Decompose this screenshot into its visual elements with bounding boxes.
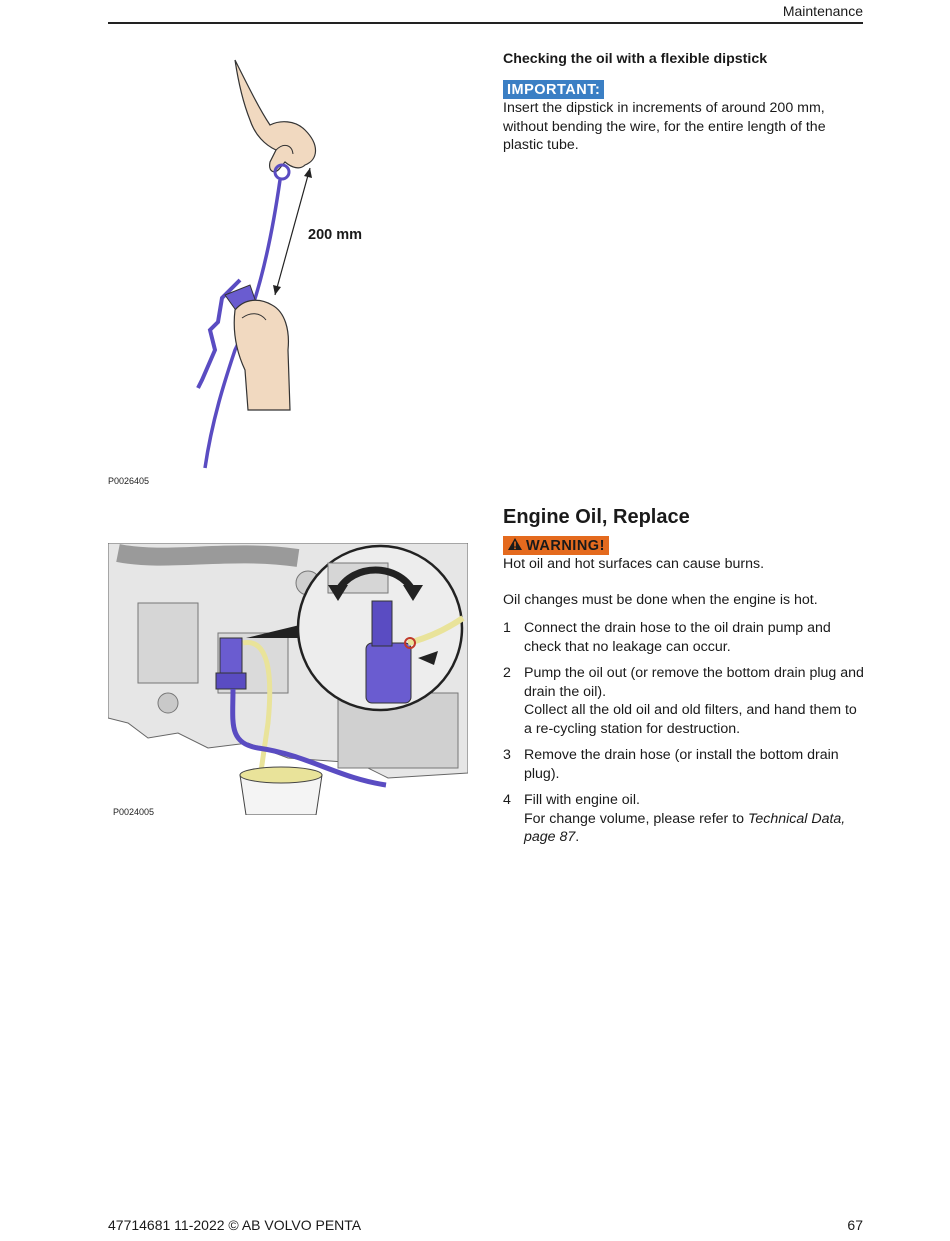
section-heading: Engine Oil, Replace: [503, 506, 690, 528]
intro-text: Oil changes must be done when the engine…: [503, 591, 818, 608]
oil-replace-section: Engine Oil, Replace WARNING! Hot oil and…: [503, 506, 865, 855]
section-heading: Checking the oil with a flexible dipstic…: [503, 51, 768, 67]
figure-dipstick: 200 mm: [180, 50, 380, 470]
list-item: 2 Pump the oil out (or remove the bottom…: [503, 665, 864, 737]
important-badge: IMPORTANT:: [503, 79, 605, 99]
steps-list: 1 Connect the drain hose to the oil drai…: [503, 619, 865, 847]
figure-id: P0024005: [113, 807, 155, 817]
dipstick-section: Checking the oil with a flexible dipstic…: [503, 50, 865, 155]
header-rule: [108, 22, 863, 24]
figure-id: P0026405: [108, 476, 150, 486]
important-text: Insert the dipstick in increments of aro…: [503, 100, 826, 153]
warning-triangle-icon: [508, 537, 522, 550]
figure-oil-drain: [108, 543, 468, 815]
footer-doc-info: 47714681 11-2022 © AB VOLVO PENTA: [108, 1217, 362, 1233]
list-item: 1 Connect the drain hose to the oil drai…: [503, 620, 831, 655]
list-item: 4 Fill with engine oil. For change volum…: [503, 792, 846, 846]
warning-badge: WARNING!: [503, 535, 609, 555]
page-number: 67: [847, 1217, 863, 1233]
header-title: Maintenance: [782, 3, 863, 19]
warning-text: Hot oil and hot surfaces can cause burns…: [503, 556, 765, 572]
reference-link[interactable]: Technical Data, page 87: [524, 810, 846, 846]
warning-label: WARNING!: [526, 537, 605, 554]
dimension-label: 200 mm: [308, 227, 362, 243]
list-item: 3 Remove the drain hose (or install the …: [503, 747, 839, 782]
